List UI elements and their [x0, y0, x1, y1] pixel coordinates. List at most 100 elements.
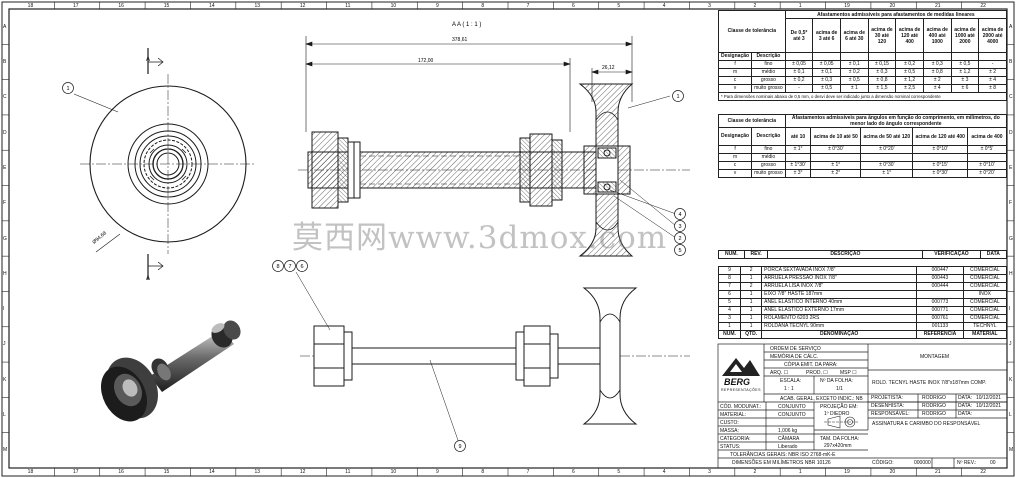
column-number-bottom: 1	[798, 469, 802, 475]
custo-label: CUSTO:	[720, 420, 739, 426]
tol-linear-cell: ± 0,2	[839, 68, 869, 77]
bom-cell: 1	[740, 298, 763, 307]
dimension-right: 26,12	[602, 65, 615, 71]
codigo-label: CÓDIGO:	[872, 460, 894, 466]
balloon-circle	[62, 82, 74, 94]
balloon-circle	[674, 220, 686, 232]
row-letter-left: D	[3, 129, 7, 136]
column-number-top: 9	[435, 3, 439, 9]
tol-linear-cell: ± 2,5	[895, 84, 924, 93]
material-value: CONJUNTO	[778, 412, 806, 418]
bom-cell: 8	[717, 274, 742, 283]
sheet-number-value: 1/1	[836, 386, 843, 392]
column-number-top: 20	[889, 3, 896, 9]
bom-cell: ANEL ELÁSTICO EXTERNO 17mm	[761, 306, 918, 315]
tol-linear-cell: ± 0,3	[812, 76, 841, 85]
bom-header-3: REFERÊNCIA	[916, 330, 964, 339]
scale-label: ESCALA:	[780, 378, 802, 384]
section-view	[298, 83, 690, 257]
balloon-label: 7	[288, 264, 291, 270]
tol-angular-cell	[966, 153, 1008, 162]
tol-linear-cell: ± 0,1	[812, 68, 841, 77]
tol-angular-cell: ± 0°15'	[912, 161, 968, 170]
tol-linear-sub-blank	[922, 52, 952, 61]
tol-linear-cell: ± 0,8	[922, 68, 952, 77]
dimension-overall: 378,61	[452, 37, 468, 43]
section-mark-top: A	[146, 57, 150, 63]
desenhista-value: RODRIGO	[922, 403, 946, 409]
check-arq[interactable]: ARQ. ☐	[770, 370, 789, 376]
tol-linear-cell: ± 6	[950, 84, 980, 93]
bom-cell: COMERCIAL	[962, 266, 1008, 275]
bom-cell: 3	[717, 314, 742, 323]
tol-linear-cell: ± 0,5	[895, 68, 924, 77]
column-number-bottom: 22	[980, 469, 986, 475]
tol-linear-range-3: acima de 30 até 120	[867, 18, 897, 53]
bom-cell: COMERCIAL	[962, 274, 1008, 283]
balloon-circle	[672, 90, 684, 102]
column-number-bottom: 13	[254, 469, 261, 475]
revision-header-0: NÚM.	[718, 250, 745, 259]
date-value-1: 10/12/2021	[976, 395, 1002, 401]
row-letter-right: M	[1009, 447, 1014, 454]
tol-linear-cell: ± 8	[978, 84, 1007, 93]
rev-value: 00	[990, 460, 996, 466]
balloon-circle	[674, 232, 686, 244]
tol-linear-cell: médio	[751, 68, 786, 77]
check-msp-label: MSP	[840, 370, 851, 376]
categoria-value: CÂMARA	[778, 436, 800, 442]
column-number-top: 21	[934, 3, 941, 9]
tol-angular-cell: ± 1°	[784, 145, 812, 154]
balloon-circle	[272, 260, 284, 272]
tol-angular-cell: médio	[751, 153, 786, 162]
tol-angular-sub-0: Designação	[717, 127, 753, 146]
bom-header-0: NÚM.	[717, 330, 742, 339]
projection-label: PROJEÇÃO EM:	[820, 404, 858, 410]
column-number-bottom: 6	[572, 469, 575, 475]
bom-cell: 1	[740, 274, 763, 283]
tol-angular-range-1: acima de 10 até 50	[810, 127, 862, 146]
cod-value: CONJUNTO	[778, 404, 806, 410]
row-letter-right: G	[1009, 235, 1013, 242]
date-label-2: DATA:	[958, 403, 972, 409]
balloon-label: 3	[678, 224, 681, 230]
tolerances-note: TOLERÂNCIAS GERAIS: NBR ISO 2768-mK-E	[730, 452, 836, 458]
tol-linear-range-6: acima de 1000 até 2000	[950, 18, 980, 53]
column-number-top: 1	[798, 3, 802, 9]
bom-cell: 001133	[916, 322, 964, 331]
row-letter-right: D	[1009, 129, 1013, 136]
rev-label: Nº REV.:	[957, 460, 977, 466]
column-number-bottom: 10	[390, 469, 397, 475]
revision-header-4: DATA	[979, 250, 1008, 259]
tol-linear-range-5: acima de 400 até 1000	[922, 18, 952, 53]
section-leaders	[609, 95, 677, 239]
bom-cell	[916, 290, 964, 299]
row-letter-right: H	[1009, 270, 1013, 277]
check-msp[interactable]: MSP ☐	[840, 370, 857, 376]
tol-angular-cell: v	[717, 169, 753, 178]
tol-linear-sub-blank	[812, 52, 841, 61]
tol-angular-cell: fino	[751, 145, 786, 154]
column-number-top: 17	[73, 3, 79, 9]
tol-angular-cell	[784, 153, 812, 162]
watermark-text: 莫西网www.3dmox.com	[292, 220, 668, 256]
check-prod[interactable]: PROD. ☐	[806, 370, 828, 376]
tol-angular-cell: c	[717, 161, 753, 170]
row-letter-left: E	[3, 164, 7, 171]
bom-cell: 9	[717, 266, 742, 275]
tol-linear-cell: ± 0,2	[784, 76, 814, 85]
row-letter-left: F	[3, 200, 7, 207]
column-number-top: 4	[662, 3, 666, 9]
column-number-top: 16	[118, 3, 124, 9]
bom-header-4: MATERIAL	[962, 330, 1008, 339]
row-letter-right: J	[1009, 341, 1012, 348]
bom-cell: 000771	[916, 306, 964, 315]
column-number-bottom: 5	[617, 469, 621, 475]
bom-cell: 000761	[916, 314, 964, 323]
